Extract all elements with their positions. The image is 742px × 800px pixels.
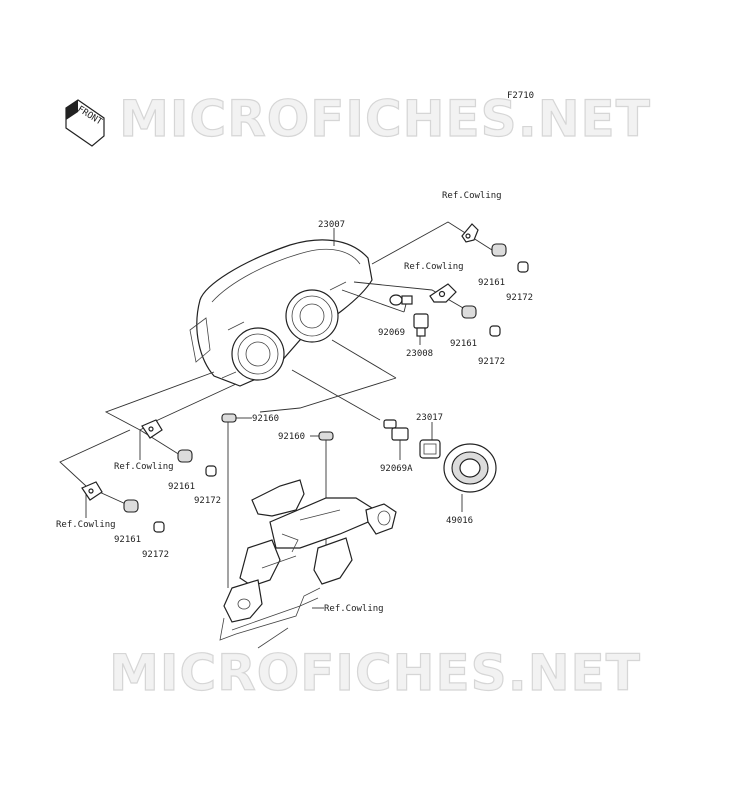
grommet-92160-right <box>318 431 334 441</box>
dust-cover-49016 <box>443 443 497 493</box>
label-part-92172-d: 92172 <box>142 550 169 560</box>
grommet-92161-c <box>177 449 193 463</box>
label-ref-cowling-left: Ref.Cowling <box>114 462 174 472</box>
cowling-bracket-left-lower <box>81 481 103 501</box>
label-part-23007: 23007 <box>318 220 345 230</box>
watermark-top: MICROFICHES.NET <box>119 90 651 148</box>
cowling-stay-frame <box>219 479 397 649</box>
label-part-92161-b: 92161 <box>450 339 477 349</box>
label-part-92161-a: 92161 <box>478 278 505 288</box>
grommet-92160-left <box>221 413 237 423</box>
label-part-92161-d: 92161 <box>114 535 141 545</box>
cowling-bracket-middle <box>429 283 457 303</box>
nut-92172-d <box>153 521 165 533</box>
label-part-23008: 23008 <box>406 349 433 359</box>
grommet-92161-a <box>491 243 507 257</box>
label-ref-cowling-top: Ref.Cowling <box>442 191 502 201</box>
label-part-92172-a: 92172 <box>506 293 533 303</box>
label-part-92069A: 92069A <box>380 464 413 474</box>
socket-23017 <box>419 439 441 459</box>
cowling-bracket-upper <box>461 223 479 243</box>
nut-92172-b <box>489 325 501 337</box>
grommet-92161-b <box>461 305 477 319</box>
label-part-92069: 92069 <box>378 328 405 338</box>
label-part-92172-c: 92172 <box>194 496 221 506</box>
bulb-92069A <box>383 419 409 441</box>
label-part-92160-b: 92160 <box>278 432 305 442</box>
diagram-code: F2710 <box>507 91 534 101</box>
socket-23008 <box>413 313 429 337</box>
front-arrow-icon: FRONT <box>65 99 105 147</box>
nut-92172-a <box>517 261 529 273</box>
bulb-92069 <box>389 294 413 306</box>
label-ref-cowling-bottom: Ref.Cowling <box>324 604 384 614</box>
label-part-49016: 49016 <box>446 516 473 526</box>
nut-92172-c <box>205 465 217 477</box>
label-part-92160-a: 92160 <box>252 414 279 424</box>
label-ref-cowling-mid: Ref.Cowling <box>404 262 464 272</box>
label-ref-cowling-lower-left: Ref.Cowling <box>56 520 116 530</box>
label-part-92172-b: 92172 <box>478 357 505 367</box>
headlight-assembly <box>189 239 373 441</box>
label-part-92161-c: 92161 <box>168 482 195 492</box>
watermark-bottom: MICROFICHES.NET <box>109 644 641 702</box>
grommet-92161-d <box>123 499 139 513</box>
label-part-23017: 23017 <box>416 413 443 423</box>
cowling-bracket-left-upper <box>141 419 163 439</box>
